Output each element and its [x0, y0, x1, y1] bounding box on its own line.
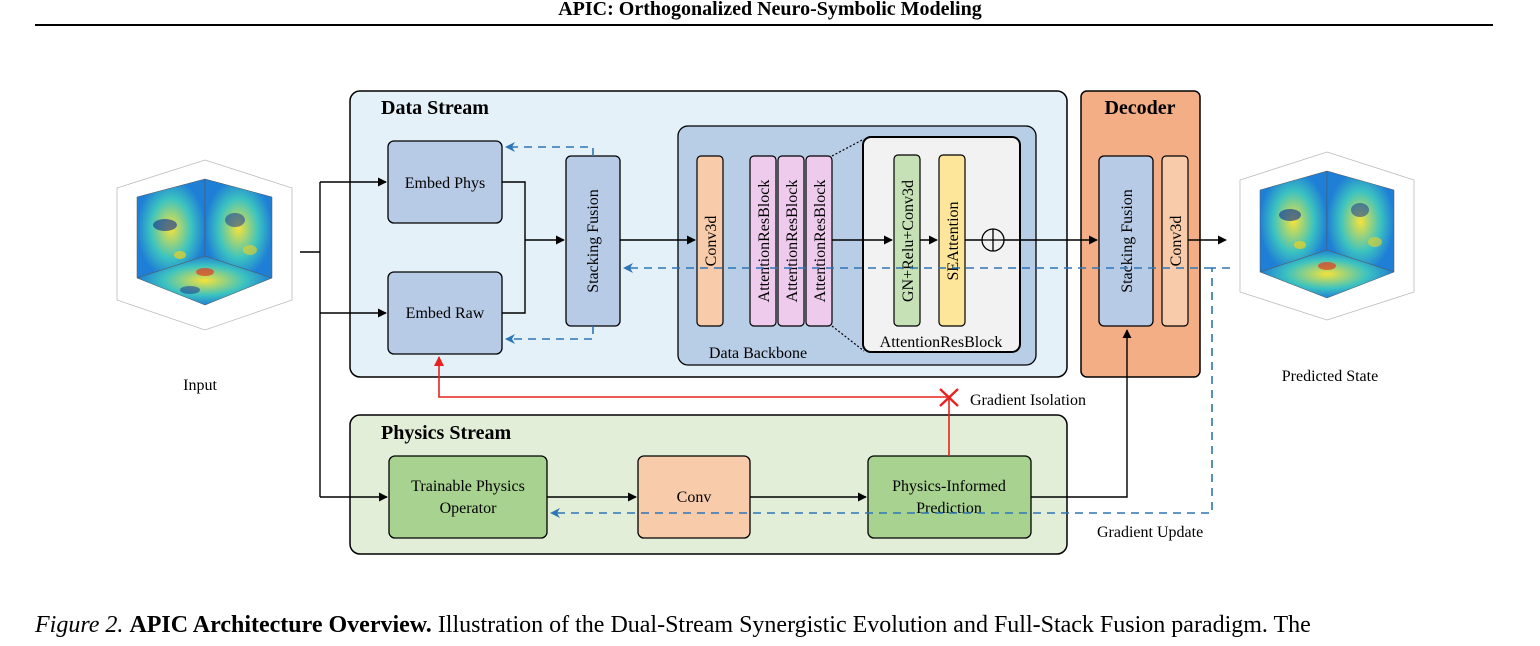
- trainable-physics-operator-line2: Operator: [440, 500, 498, 517]
- input-cube-plot: [116, 159, 293, 331]
- decoder-title: Decoder: [1104, 97, 1175, 119]
- figure-caption: Figure 2. APIC Architecture Overview. Il…: [35, 612, 1505, 639]
- attention-res-block-3: [805, 155, 833, 327]
- attention-res-block-1-label: AttentionResBlock: [756, 180, 773, 303]
- se-attention-label: SEAttention: [945, 201, 962, 280]
- predicted-cube-bottom-face: [1259, 249, 1395, 299]
- physics-informed-prediction-line2: Prediction: [916, 500, 982, 517]
- attention-res-block-2: [777, 155, 805, 327]
- attention-res-block-1: [749, 155, 777, 327]
- trainable-physics-operator-box: [388, 455, 548, 539]
- predicted-state-label: Predicted State: [1282, 368, 1378, 385]
- caption-figure-number: Figure 2.: [35, 612, 124, 638]
- input-label: Input: [183, 377, 217, 394]
- trainable-physics-operator-line1: Trainable Physics: [411, 478, 525, 495]
- physics-stream-title: Physics Stream: [381, 422, 512, 444]
- caption-title: APIC Architecture Overview.: [129, 612, 432, 638]
- embed-phys-label: Embed Phys: [405, 175, 485, 192]
- gn-relu-conv3d-label: GN+Relu+Conv3d: [900, 180, 917, 302]
- gradient-update-label: Gradient Update: [1097, 524, 1203, 541]
- architecture-diagram: Data Stream Physics Stream Decoder Input…: [116, 90, 1415, 555]
- residual-add-icon: [981, 228, 1005, 252]
- data-backbone-label: Data Backbone: [709, 345, 807, 362]
- stacking-fusion-label: Stacking Fusion: [585, 189, 602, 293]
- gradient-isolation-path: [434, 356, 950, 456]
- attention-res-block-detail-label: AttentionResBlock: [880, 334, 1003, 351]
- physics-informed-prediction-box: [867, 455, 1032, 539]
- attention-res-block-2-label: AttentionResBlock: [784, 180, 801, 303]
- zoom-line-bottom: [831, 325, 865, 352]
- physics-conv-label: Conv: [677, 489, 712, 506]
- page-header: APIC: Orthogonalized Neuro-Symbolic Mode…: [558, 0, 982, 20]
- gradient-isolation-label: Gradient Isolation: [970, 392, 1086, 409]
- input-cube-bottom-face: [136, 255, 273, 306]
- physics-informed-prediction-line1: Physics-Informed: [892, 478, 1006, 495]
- header-rule: [35, 24, 1493, 26]
- decoder-conv3d-box: [1161, 155, 1189, 327]
- backbone-conv3d-box: [696, 155, 724, 327]
- forward-flow-arrows: [300, 177, 1227, 502]
- embed-raw-label: Embed Raw: [406, 305, 485, 322]
- gradient-isolation-cross-icon: [939, 388, 959, 407]
- backbone-conv3d-label: Conv3d: [703, 216, 720, 267]
- predicted-cube-plot: [1239, 151, 1415, 321]
- data-stream-title: Data Stream: [381, 97, 489, 119]
- decoder-conv3d-label: Conv3d: [1168, 216, 1185, 267]
- caption-text: Illustration of the Dual-Stream Synergis…: [437, 612, 1311, 638]
- decoder-stacking-fusion-label: Stacking Fusion: [1119, 189, 1136, 293]
- attention-res-block-3-label: AttentionResBlock: [812, 180, 829, 303]
- gradient-update-arrows: [505, 142, 1230, 518]
- decoder-stacking-fusion-box: [1098, 155, 1154, 327]
